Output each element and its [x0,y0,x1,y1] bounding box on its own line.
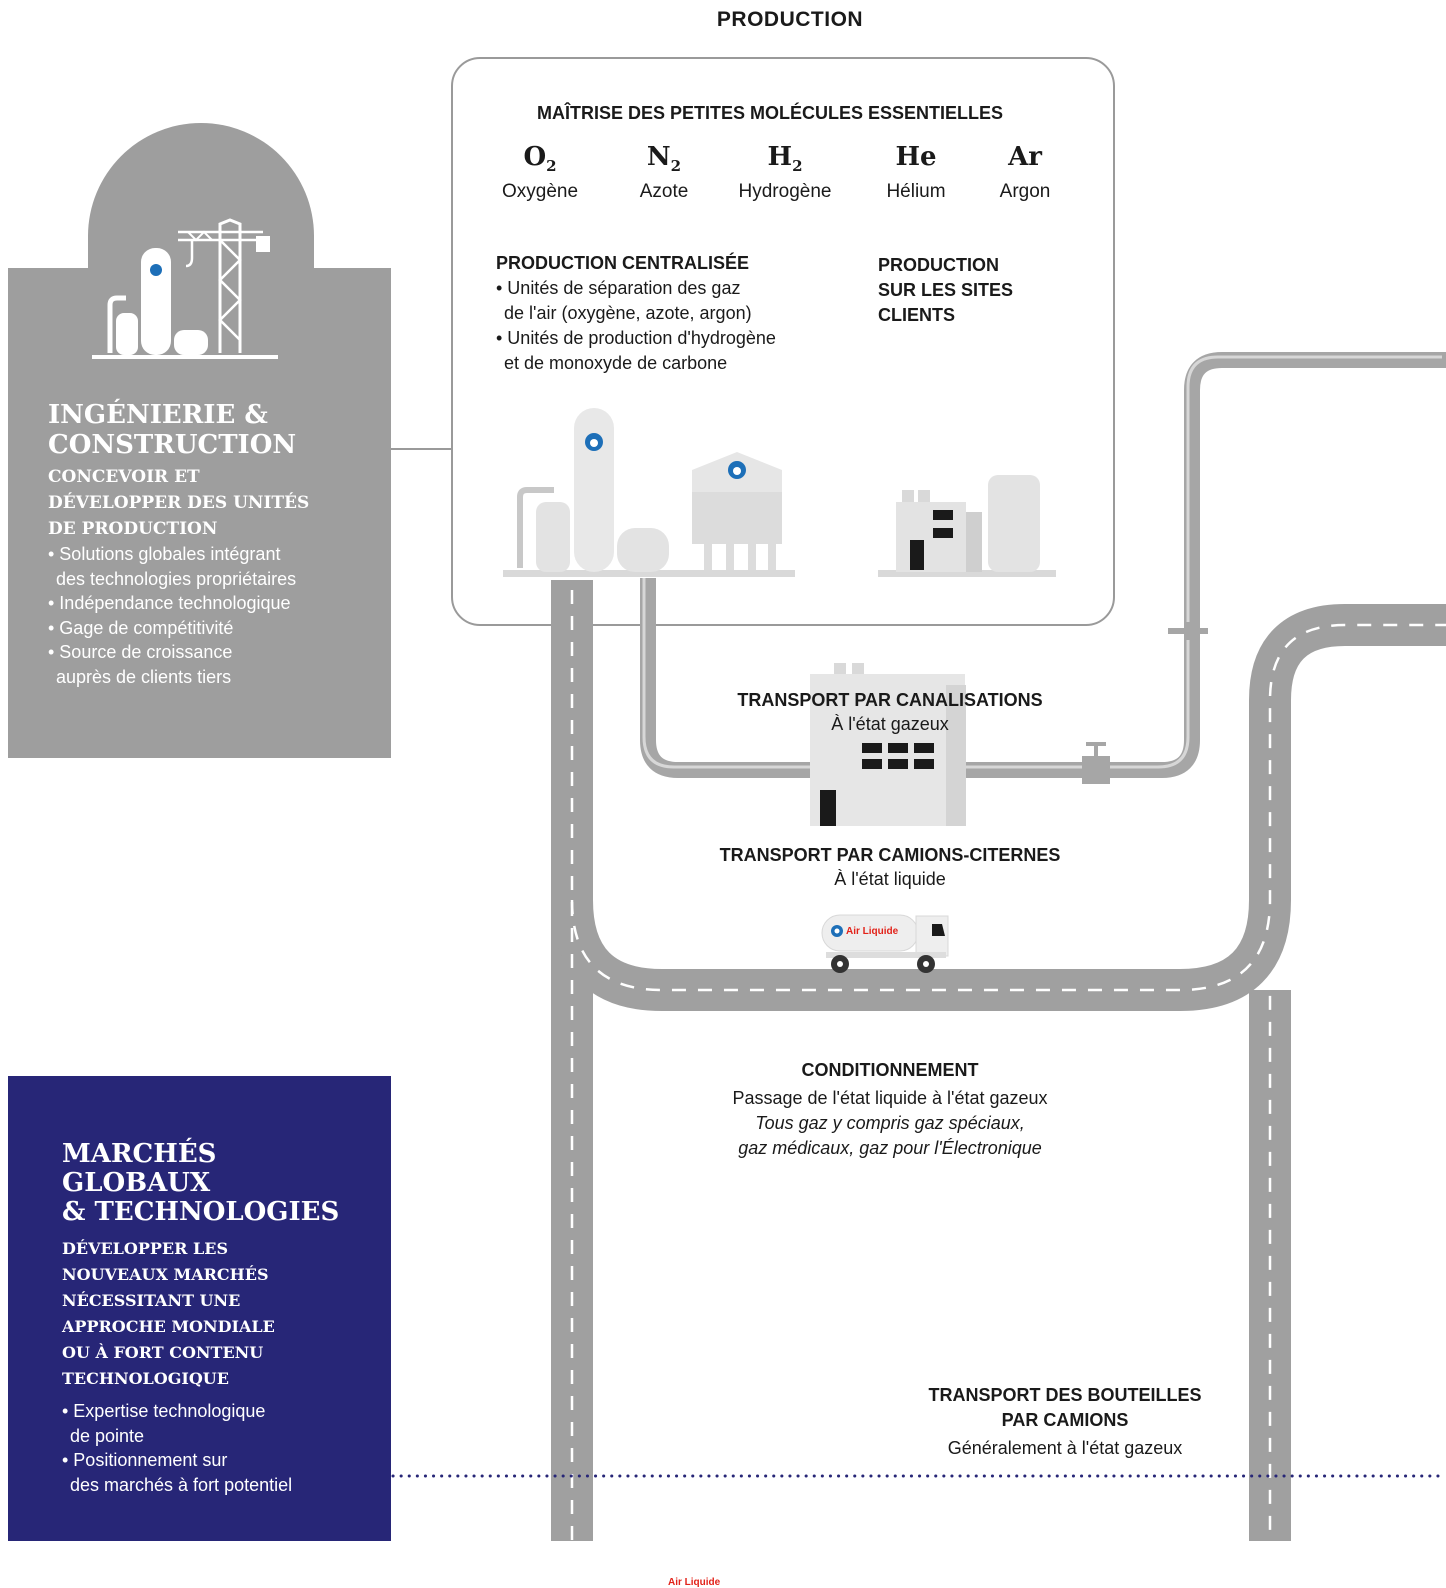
global-markets-subtitle: DÉVELOPPER LES NOUVEAUX MARCHÉS NÉCESSIT… [62,1239,275,1388]
conditioning-label: CONDITIONNEMENT Passage de l'état liquid… [732,1060,1048,1158]
tanker-truck-icon [821,914,949,973]
centralized-list: • Unités de séparation des gaz de l'air … [496,276,836,376]
list-item: des marchés à fort potentiel [70,1474,293,1495]
list-item: • Unités de séparation des gaz [496,278,741,298]
production-box [451,57,1115,626]
global-markets-list: • Expertise technologique de pointe • Po… [62,1399,382,1497]
centralized-plant-icon [503,408,795,577]
engineering-title: INGÉNIERIE & CONSTRUCTION [48,400,297,460]
pipeline [640,352,1446,778]
tanker-transport-label: TRANSPORT PAR CAMIONS-CITERNES À l'état … [719,845,1061,889]
engineering-list: • Solutions globales intégrant des techn… [48,542,378,689]
list-item: • Source de croissance [48,642,233,662]
roads [551,580,1446,1541]
pipeline-flange-icon [1168,622,1208,640]
molecule-name: Argon [999,181,1051,202]
pipeline-valve-icon [1082,742,1110,784]
engineering-subtitle: CONCEVOIR ET DÉVELOPPER DES UNITÉS DE PR… [48,467,310,539]
global-markets-title: MARCHÉS GLOBAUX & TECHNOLOGIES [62,1139,340,1227]
molecule-hydrogen: H2 Hydrogène [715,142,855,203]
section-heading: PRODUCTION [716,8,864,31]
molecule-name: Azote [639,181,689,202]
list-item: • Positionnement sur [62,1450,228,1470]
list-item: de l'air (oxygène, azote, argon) [504,303,752,323]
lower-truck-logo-text: Air Liquide [668,1577,721,1588]
molecule-name: Hydrogène [738,181,832,202]
list-item: auprès de clients tiers [56,666,232,687]
onsite-plant-icon [878,475,1056,577]
molecule-name: Hélium [886,181,946,202]
molecule-oxygen: O2 Oxygène [470,142,610,203]
list-item: • Expertise technologique [62,1401,266,1421]
molecule-nitrogen: N2 Azote [594,142,734,203]
molecule-helium: He Hélium [846,142,986,203]
truck-logo-text: Air Liquide [846,926,899,937]
engineering-dome [88,123,314,293]
onsite-title: PRODUCTION SUR LES SITES CLIENTS [878,255,1014,325]
list-item: de pointe [70,1425,145,1446]
list-item: • Unités de production d'hydrogène [496,328,776,348]
molecule-argon: Ar Argon [955,142,1095,203]
global-markets-panel [8,1076,391,1541]
bottle-transport-label: TRANSPORT DES BOUTEILLES PAR CAMIONS Gén… [928,1385,1202,1458]
conditioning-building-icon [810,663,966,826]
molecules-title: MAÎTRISE DES PETITES MOLÉCULES ESSENTIEL… [536,103,1004,123]
molecule-name: Oxygène [501,181,579,202]
pipeline-label: TRANSPORT PAR CANALISATIONS À l'état gaz… [737,690,1043,734]
list-item: et de monoxyde de carbone [504,353,728,373]
list-item: • Solutions globales intégrant [48,544,281,564]
list-item: • Indépendance technologique [48,593,291,613]
diagram-canvas [391,57,1446,1541]
centralized-title: PRODUCTION CENTRALISÉE [496,253,750,273]
list-item: des technologies propriétaires [56,568,297,589]
list-item: • Gage de compétitivité [48,617,234,638]
construction-icon [92,218,278,359]
